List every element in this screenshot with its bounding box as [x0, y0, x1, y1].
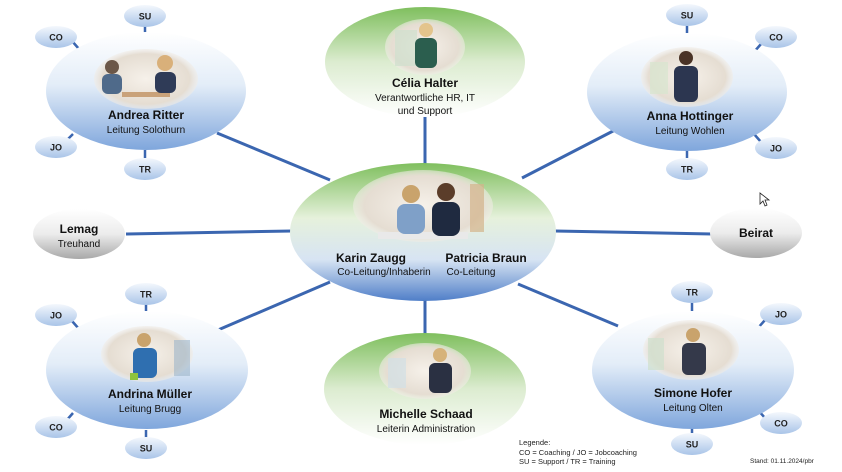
tag-label: SU [681, 11, 694, 21]
tag-label: TR [140, 290, 152, 300]
tag-jo: JO [35, 136, 77, 158]
tag-label: SU [140, 444, 153, 454]
tag-label: SU [139, 12, 152, 22]
tag-co: CO [760, 412, 802, 434]
tag-label: JO [770, 144, 782, 154]
photo-andrina-mueller [101, 326, 193, 382]
tag-jo: JO [760, 303, 802, 325]
node-beirat: Beirat [710, 208, 802, 258]
photo-andrea-ritter [94, 49, 198, 109]
branch-solothurn-role: Leitung Solothurn [107, 125, 185, 136]
branch-wohlen-role: Leitung Wohlen [655, 126, 724, 137]
node-co-leitung: Karin Zaugg Co-Leitung/Inhaberin Patrici… [290, 163, 556, 301]
co-leitung-1-role: Co-Leitung/Inhaberin [337, 267, 430, 278]
branch-wohlen: Anna Hottinger Leitung Wohlen SU CO JO T… [587, 4, 797, 180]
photo-simone-hofer [643, 320, 739, 380]
node-administration-name: Michelle Schaad [379, 407, 472, 421]
tag-co: CO [35, 26, 77, 48]
node-administration: Michelle Schaad Leiterin Administration [324, 333, 526, 445]
tag-tr: TR [666, 158, 708, 180]
cursor-icon [759, 192, 771, 207]
co-leitung-2-name: Patricia Braun [445, 251, 526, 265]
tag-tr: TR [125, 283, 167, 305]
stand-date: Stand: 01.11.2024/pbr [750, 458, 814, 465]
tag-su: SU [671, 433, 713, 455]
tag-tr: TR [124, 158, 166, 180]
branch-brugg: Andrina Müller Leitung Brugg TR JO CO SU [35, 283, 248, 459]
photo-anna-hottinger [641, 47, 733, 107]
photo-michelle-schaad [379, 343, 471, 399]
tag-su: SU [125, 437, 167, 459]
co-leitung-1-name: Karin Zaugg [336, 251, 406, 265]
tag-co: CO [755, 26, 797, 48]
tag-label: CO [774, 419, 788, 429]
node-beirat-name: Beirat [739, 226, 773, 240]
co-leitung-2-role: Co-Leitung [447, 267, 496, 278]
connectors [125, 110, 713, 338]
node-hr-it-support: Célia Halter Verantwortliche HR, IT und … [325, 7, 525, 117]
tag-su: SU [124, 5, 166, 27]
tag-label: SU [686, 440, 699, 450]
node-beirat-bg [710, 208, 802, 258]
tag-jo: JO [35, 304, 77, 326]
tag-su: SU [666, 4, 708, 26]
node-lemag: Lemag Treuhand [33, 209, 125, 259]
tag-tr: TR [671, 281, 713, 303]
tag-co: CO [35, 416, 77, 438]
branch-brugg-name: Andrina Müller [108, 387, 192, 401]
node-hr-it-support-role-1: Verantwortliche HR, IT [375, 93, 475, 104]
photo-co-leitung [353, 170, 493, 242]
branch-solothurn-name: Andrea Ritter [108, 108, 184, 122]
branch-wohlen-name: Anna Hottinger [647, 109, 734, 123]
branch-brugg-role: Leitung Brugg [119, 404, 181, 415]
tag-label: TR [139, 165, 151, 175]
tag-label: JO [50, 311, 62, 321]
branch-solothurn: Andrea Ritter Leitung Solothurn SU CO JO… [35, 5, 246, 180]
tag-label: JO [50, 143, 62, 153]
node-administration-role: Leiterin Administration [377, 424, 475, 435]
tag-label: TR [681, 165, 693, 175]
node-hr-it-support-name: Célia Halter [392, 76, 458, 90]
node-lemag-name: Lemag [60, 222, 99, 236]
branch-olten: Simone Hofer Leitung Olten TR JO CO SU [592, 281, 802, 455]
node-lemag-sub: Treuhand [58, 239, 100, 250]
tag-label: JO [775, 310, 787, 320]
legend-line-1: CO = Coaching / JO = Jobcoaching [519, 447, 637, 457]
tag-jo: JO [755, 137, 797, 159]
legend-title: Legende: [519, 438, 551, 447]
tag-label: TR [686, 288, 698, 298]
branch-olten-name: Simone Hofer [654, 386, 732, 400]
legend: Legende: CO = Coaching / JO = Jobcoachin… [519, 438, 637, 467]
tag-label: CO [769, 33, 783, 43]
legend-line-2: SU = Support / TR = Training [519, 457, 616, 466]
tag-label: CO [49, 33, 63, 43]
tag-label: CO [49, 423, 63, 433]
node-lemag-bg [33, 209, 125, 259]
branch-olten-role: Leitung Olten [663, 403, 723, 414]
photo-celia-halter [385, 19, 465, 75]
node-hr-it-support-role-2: und Support [398, 106, 453, 117]
